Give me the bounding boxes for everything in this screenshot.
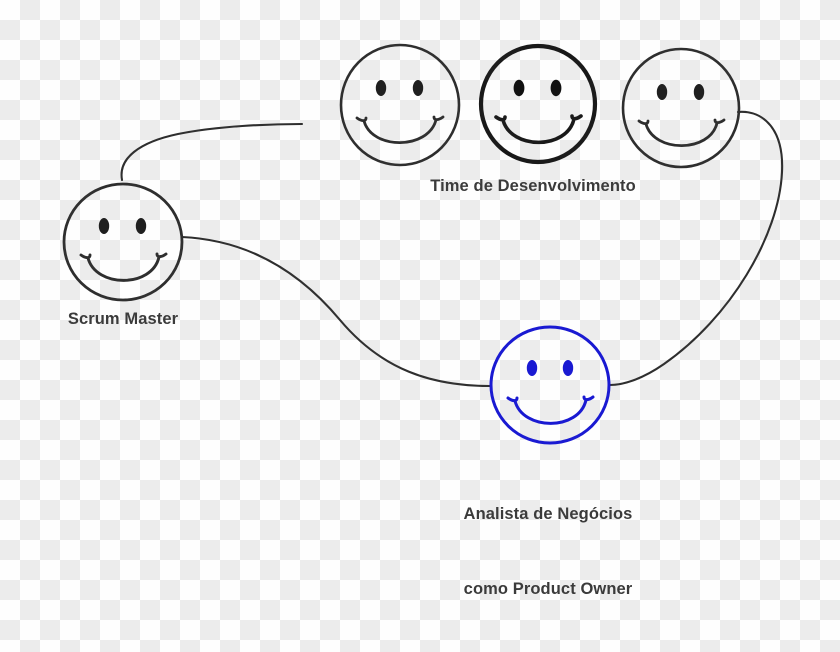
label-product-owner-line-2: como Product Owner (463, 580, 633, 598)
smiley-face-icon-dev-member-3 (621, 47, 741, 169)
connector-scrum-master-to-dev-team (120, 122, 304, 182)
connector-dev-team-to-product-owner (608, 110, 784, 387)
label-scrum-master: Scrum Master (67, 310, 179, 328)
label-product-owner: Analista de Negócios como Product Owner (464, 452, 633, 652)
diagram-canvas: Time de Desenvolvimento Scrum Master Ana… (62, 43, 784, 598)
scrum-roles-diagram (62, 43, 784, 445)
smiley-face-icon-product-owner (489, 325, 611, 445)
label-product-owner-line-1: Analista de Negócios (463, 505, 633, 523)
smiley-face-icon-dev-member-1 (339, 43, 461, 167)
connector-scrum-master-to-product-owner (180, 235, 492, 388)
smiley-face-icon-scrum-master (62, 182, 184, 302)
smiley-face-icon-dev-member-2 (478, 43, 598, 165)
label-development-team: Time de Desenvolvimento (430, 177, 636, 195)
